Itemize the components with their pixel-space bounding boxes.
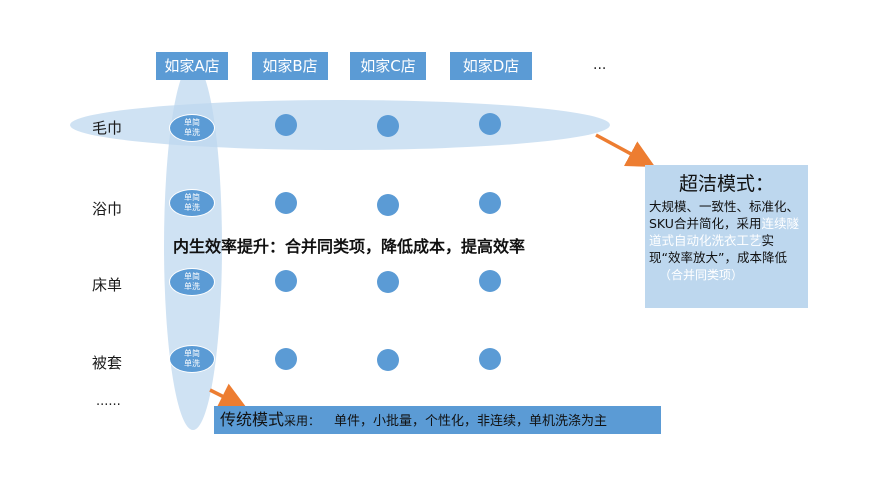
pill-line1: 单简 (184, 272, 200, 281)
dot-d-bath-towel (479, 192, 501, 214)
dot-b-duvet-cover (275, 348, 297, 370)
pill-line2: 单洗 (184, 128, 200, 137)
store-label-b: 如家B店 (252, 52, 328, 80)
pill-line2: 单洗 (184, 203, 200, 212)
row-label-towel: 毛巾 (92, 119, 123, 137)
pill-line2: 单洗 (184, 282, 200, 291)
dot-b-bath-towel (275, 192, 297, 214)
callout-sub: （合并同类项） (659, 268, 744, 282)
callout-body-highlight: 连续隧道式自动化洗衣工艺 (649, 216, 799, 248)
dot-d-bedsheet (479, 270, 501, 292)
store-label-c: 如家C店 (350, 52, 426, 80)
callout-body-part2: 实现“效率放大”，成本降低 (649, 233, 787, 265)
stores-more: ... (593, 57, 607, 73)
super-clean-mode-callout: 超洁模式： 大规模、一致性、标准化、SKU合并简化，采用连续隧道式自动化洗衣工艺… (645, 165, 808, 308)
pill-a-bath-towel: 单简 单洗 (169, 189, 215, 217)
pill-line2: 单洗 (184, 359, 200, 368)
dot-b-bedsheet (275, 270, 297, 292)
traditional-mode-box: 传统模式采用： 单件，小批量，个性化，非连续，单机洗涤为主 (214, 406, 661, 434)
traditional-mode-adopt: 采用： (284, 414, 321, 428)
pill-a-towel: 单简 单洗 (169, 114, 215, 142)
dot-b-towel (275, 114, 297, 136)
pill-line1: 单简 (184, 118, 200, 127)
dot-d-duvet-cover (479, 348, 501, 370)
callout-body-part1: 大规模、一致性、标准化、SKU合并简化，采用 (649, 199, 800, 231)
arrow-to-bottom (209, 383, 248, 409)
dot-c-towel (377, 115, 399, 137)
dot-c-duvet-cover (377, 349, 399, 371)
pill-a-bedsheet: 单简 单洗 (169, 268, 215, 296)
row-label-bath-towel: 浴巾 (92, 200, 123, 218)
pill-line1: 单简 (184, 349, 200, 358)
traditional-mode-title: 传统模式 (220, 410, 285, 429)
dot-d-towel (479, 113, 501, 135)
dot-c-bedsheet (377, 271, 399, 293)
callout-title: 超洁模式： (678, 173, 774, 195)
rows-more: ...... (96, 394, 121, 409)
row-label-bedsheet: 床单 (92, 276, 123, 294)
row-label-duvet-cover: 被套 (92, 354, 123, 372)
dot-c-bath-towel (377, 194, 399, 216)
arrow-to-callout (595, 133, 656, 167)
pill-a-duvet-cover: 单简 单洗 (169, 345, 215, 373)
pill-line1: 单简 (184, 193, 200, 202)
callout-body: 大规模、一致性、标准化、SKU合并简化，采用连续隧道式自动化洗衣工艺实现“效率放… (649, 198, 804, 266)
row-highlight-ellipse (70, 100, 610, 150)
store-label-d: 如家D店 (450, 52, 532, 80)
center-efficiency-text: 内生效率提升：合并同类项，降低成本，提高效率 (173, 237, 526, 256)
traditional-mode-desc: 单件，小批量，个性化，非连续，单机洗涤为主 (334, 414, 608, 429)
store-label-a: 如家A店 (156, 52, 228, 80)
